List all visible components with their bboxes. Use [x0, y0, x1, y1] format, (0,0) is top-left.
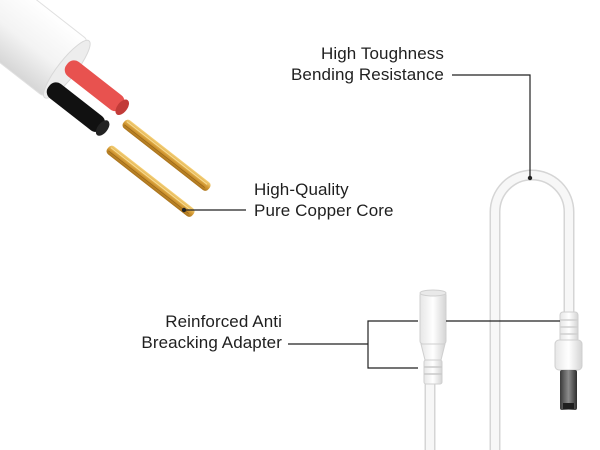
callout-toughness: High Toughness Bending Resistance [291, 43, 444, 85]
callout-toughness-line1: High Toughness [320, 44, 444, 63]
black-insulation [46, 82, 110, 136]
leader-bracket-adapter [367, 320, 418, 369]
cable-cross-section [0, 0, 211, 217]
copper-core-lower [106, 145, 195, 217]
leader-lines [184, 74, 560, 369]
callout-adapter: Reinforced Anti Breacking Adapter [141, 311, 282, 353]
leader-line-toughness [452, 74, 531, 178]
leader-dot-toughness [527, 175, 533, 181]
callout-adapter-line2: Breacking Adapter [141, 333, 282, 352]
bent-cable-loop [489, 169, 575, 450]
callout-adapter-line1: Reinforced Anti [165, 312, 282, 331]
callout-toughness-line2: Bending Resistance [290, 65, 444, 84]
callout-copper: High-Quality Pure Copper Core [254, 179, 394, 221]
callout-copper-line1: High-Quality [254, 180, 349, 199]
dc-male-plug [554, 311, 583, 410]
leader-dot-copper [181, 207, 187, 213]
dc-female-adapter [419, 289, 447, 450]
callout-copper-line2: Pure Copper Core [254, 201, 394, 220]
red-insulation [64, 60, 130, 116]
copper-core-upper [122, 119, 211, 191]
